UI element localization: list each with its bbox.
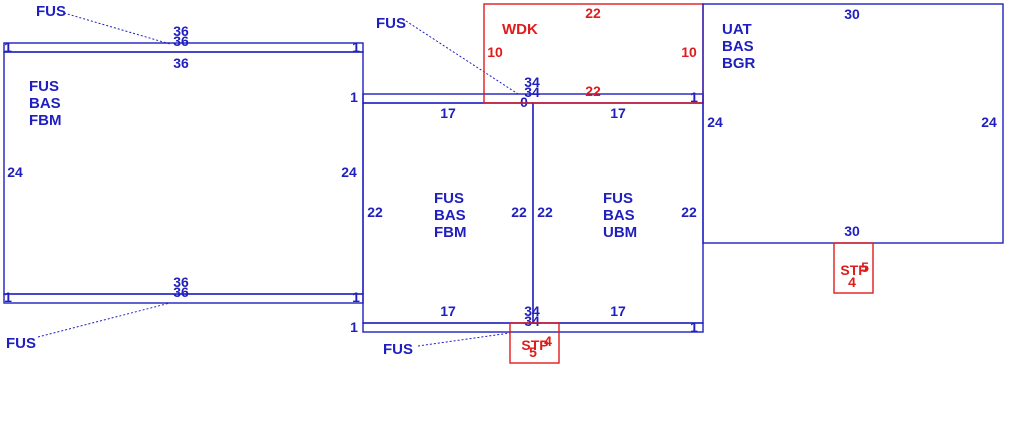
middle-bottom-strip-dim-b: 34 (524, 313, 540, 329)
middle-right-bottom-dim: 17 (610, 303, 626, 319)
stp-middle-dim-5: 5 (529, 344, 537, 360)
stp-right-dim-5: 5 (861, 259, 869, 275)
left-bottom-strip-right-dim: 1 (352, 289, 360, 305)
stp-middle-label: STP (521, 337, 548, 353)
stp-box-middle: STP 4 5 (509, 322, 560, 364)
middle-left-box-right-dim: 22 (511, 204, 527, 220)
middle-bottom-leader-line (417, 332, 511, 347)
middle-left-bottom-dim: 17 (440, 303, 456, 319)
left-bottom-strip-left-dim: 1 (4, 289, 12, 305)
middle-top-strip-zero: 0 (520, 94, 528, 110)
stp-middle-outline (509, 322, 560, 364)
middle-left-top-dim: 17 (440, 105, 456, 121)
left-box-left-dim: 24 (7, 164, 23, 180)
right-box-top-dim: 30 (844, 6, 860, 22)
middle-top-strip-dim-a: 34 (524, 74, 540, 90)
middle-bottom-strip-dim-a: 34 (524, 303, 540, 319)
right-box-right-dim: 24 (981, 114, 997, 130)
left-top-strip-left-dim: 1 (4, 39, 12, 55)
left-box-label-bas: BAS (29, 95, 61, 112)
stp-box-right: STP 5 4 (833, 242, 874, 294)
middle-panel: 34 34 0 1 1 17 17 FUS BAS FBM FUS BAS UB… (350, 15, 704, 358)
left-box-right-dim: 24 (341, 164, 357, 180)
wdk-right-dim: 10 (681, 44, 697, 60)
right-box-left-dim: 24 (707, 114, 723, 130)
middle-left-box-left-dim: 22 (367, 204, 383, 220)
middle-bottom-strip-left-dim: 1 (350, 319, 358, 335)
middle-right-label-bas: BAS (603, 207, 635, 224)
left-top-strip-dim-a: 36 (173, 23, 189, 39)
right-panel: UAT BAS BGR 30 24 24 30 (702, 3, 1004, 244)
middle-bottom-strip-right-dim: 1 (690, 319, 698, 335)
middle-top-strip-left-dim: 1 (350, 89, 358, 105)
left-bottom-leader-line (37, 302, 171, 338)
left-bottom-strip-dim-a: 36 (173, 274, 189, 290)
left-top-strip-right-dim: 1 (352, 39, 360, 55)
wdk-left-dim: 10 (487, 44, 503, 60)
left-top-strip-dim-b: 36 (173, 33, 189, 49)
middle-top-strip-right-dim: 1 (690, 89, 698, 105)
left-box-label-fus: FUS (29, 78, 59, 95)
middle-top-strip-dim-b: 34 (524, 84, 540, 100)
middle-bottom-fus-callout: FUS (383, 341, 413, 358)
right-box-bottom-dim: 30 (844, 223, 860, 239)
middle-left-label-bas: BAS (434, 207, 466, 224)
wdk-top-dim: 22 (585, 5, 601, 21)
middle-right-label-fus: FUS (603, 190, 633, 207)
left-bottom-fus-callout: FUS (6, 335, 36, 352)
right-box-label-bgr: BGR (722, 55, 756, 72)
left-top-fus-callout: FUS (36, 3, 66, 20)
middle-top-fus-callout: FUS (376, 15, 406, 32)
wdk-box: WDK 22 10 10 22 (483, 3, 704, 104)
middle-right-box-right-dim: 22 (681, 204, 697, 220)
right-box-label-uat: UAT (722, 21, 752, 38)
stp-right-outline (833, 242, 874, 294)
left-bottom-strip-dim-b: 36 (173, 284, 189, 300)
stp-right-dim-4: 4 (848, 274, 856, 290)
middle-left-label-fus: FUS (434, 190, 464, 207)
left-box-label-fbm: FBM (29, 112, 62, 129)
middle-right-box-left-dim: 22 (537, 204, 553, 220)
left-box-top-dim: 36 (173, 55, 189, 71)
stp-middle-dim-4: 4 (544, 333, 552, 349)
middle-right-label-ubm: UBM (603, 224, 637, 241)
stp-right-label: STP (840, 262, 867, 278)
middle-left-label-fbm: FBM (434, 224, 467, 241)
wdk-bottom-dim: 22 (585, 83, 601, 99)
wdk-label: WDK (502, 21, 538, 38)
left-top-leader-line (63, 12, 171, 45)
left-panel: 36 36 36 1 1 FUS BAS FBM 24 24 36 36 1 1… (3, 3, 364, 352)
right-box-label-bas: BAS (722, 38, 754, 55)
middle-right-top-dim: 17 (610, 105, 626, 121)
